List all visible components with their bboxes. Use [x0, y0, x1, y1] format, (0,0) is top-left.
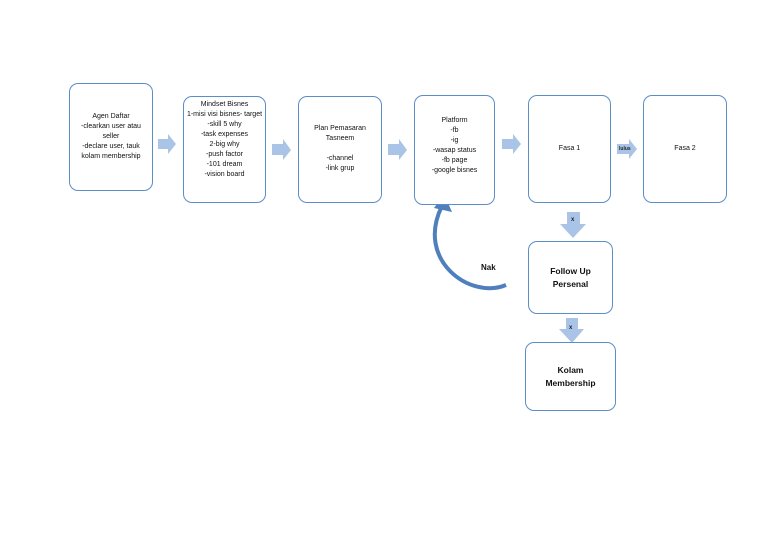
box-plan-pemasaran: Plan Pemasaran Tasneem -channel -link gr…: [298, 96, 382, 203]
box-mindset-line: -101 dream: [206, 161, 243, 168]
arrow-mindset-to-plan: [272, 139, 291, 160]
arrow-fasa1-to-follow: [560, 212, 586, 238]
box-agen-line: -clearkan user atau: [81, 123, 141, 130]
box-platform-line: -fb page: [441, 157, 468, 164]
arrow-platform-to-fasa1: [502, 134, 521, 154]
arrow-fasa1-to-fasa2: [617, 139, 637, 159]
box-platform-line: -wasap status: [432, 147, 477, 154]
box-follow-line1: Follow Up: [550, 265, 591, 276]
box-fasa1-title: Fasa 1: [558, 145, 581, 152]
box-mindset-line: 1-misi visi bisnes- target: [186, 111, 263, 118]
box-follow-line2: Persenal: [552, 278, 589, 289]
box-platform: Platform -fb -ig -wasap status -fb page …: [414, 95, 495, 205]
box-mindset-line: -skill 5 why: [207, 121, 242, 128]
box-plan-subtitle: Tasneem: [325, 135, 355, 142]
box-fasa2-title: Fasa 2: [674, 145, 696, 152]
box-agen-daftar: Agen Daftar -clearkan user atau seller -…: [69, 83, 153, 191]
box-fasa-2: Fasa 2: [643, 95, 727, 203]
box-mindset-line: -push factor: [206, 151, 243, 158]
box-mindset-line: -vision board: [204, 171, 245, 178]
box-platform-line: -fb: [450, 127, 459, 134]
box-platform-title: Platform: [441, 117, 468, 124]
box-kolam-line2: Membership: [545, 377, 596, 388]
box-mindset-line: 2-big why: [209, 141, 240, 148]
box-agen-title: Agen Daftar: [92, 113, 130, 120]
box-platform-line: -ig: [450, 137, 459, 144]
box-fasa-1: Fasa 1: [528, 95, 611, 203]
box-agen-line: kolam membership: [81, 153, 141, 160]
box-kolam-membership: Kolam Membership: [525, 342, 616, 411]
arrow-agen-to-mindset: [158, 134, 176, 154]
arrow-label-x2: x: [569, 325, 573, 331]
arrow-label-lulus: lulus: [619, 146, 631, 152]
box-plan-line: -channel: [326, 155, 354, 162]
curve-label-nak: Nak: [481, 263, 496, 272]
box-mindset-title: Mindset Bisnes: [200, 101, 249, 108]
box-plan-line: -link grup: [325, 165, 355, 172]
arrow-label-x1: x: [571, 217, 575, 223]
box-follow-up: Follow Up Persenal: [528, 241, 613, 314]
box-agen-line: seller: [102, 133, 120, 140]
box-mindset-line: -task expenses: [200, 131, 249, 138]
box-kolam-line1: Kolam: [557, 364, 584, 375]
arrow-plan-to-platform: [388, 139, 407, 160]
arrow-follow-to-kolam: [559, 318, 584, 343]
box-agen-line: -declare user, tauk: [82, 143, 140, 150]
box-platform-line: -google bisnes: [431, 167, 478, 174]
box-plan-title: Plan Pemasaran: [314, 125, 366, 132]
curved-arrow-nak: [432, 205, 507, 291]
box-mindset-bisnes: Mindset Bisnes 1-misi visi bisnes- targe…: [183, 96, 266, 203]
